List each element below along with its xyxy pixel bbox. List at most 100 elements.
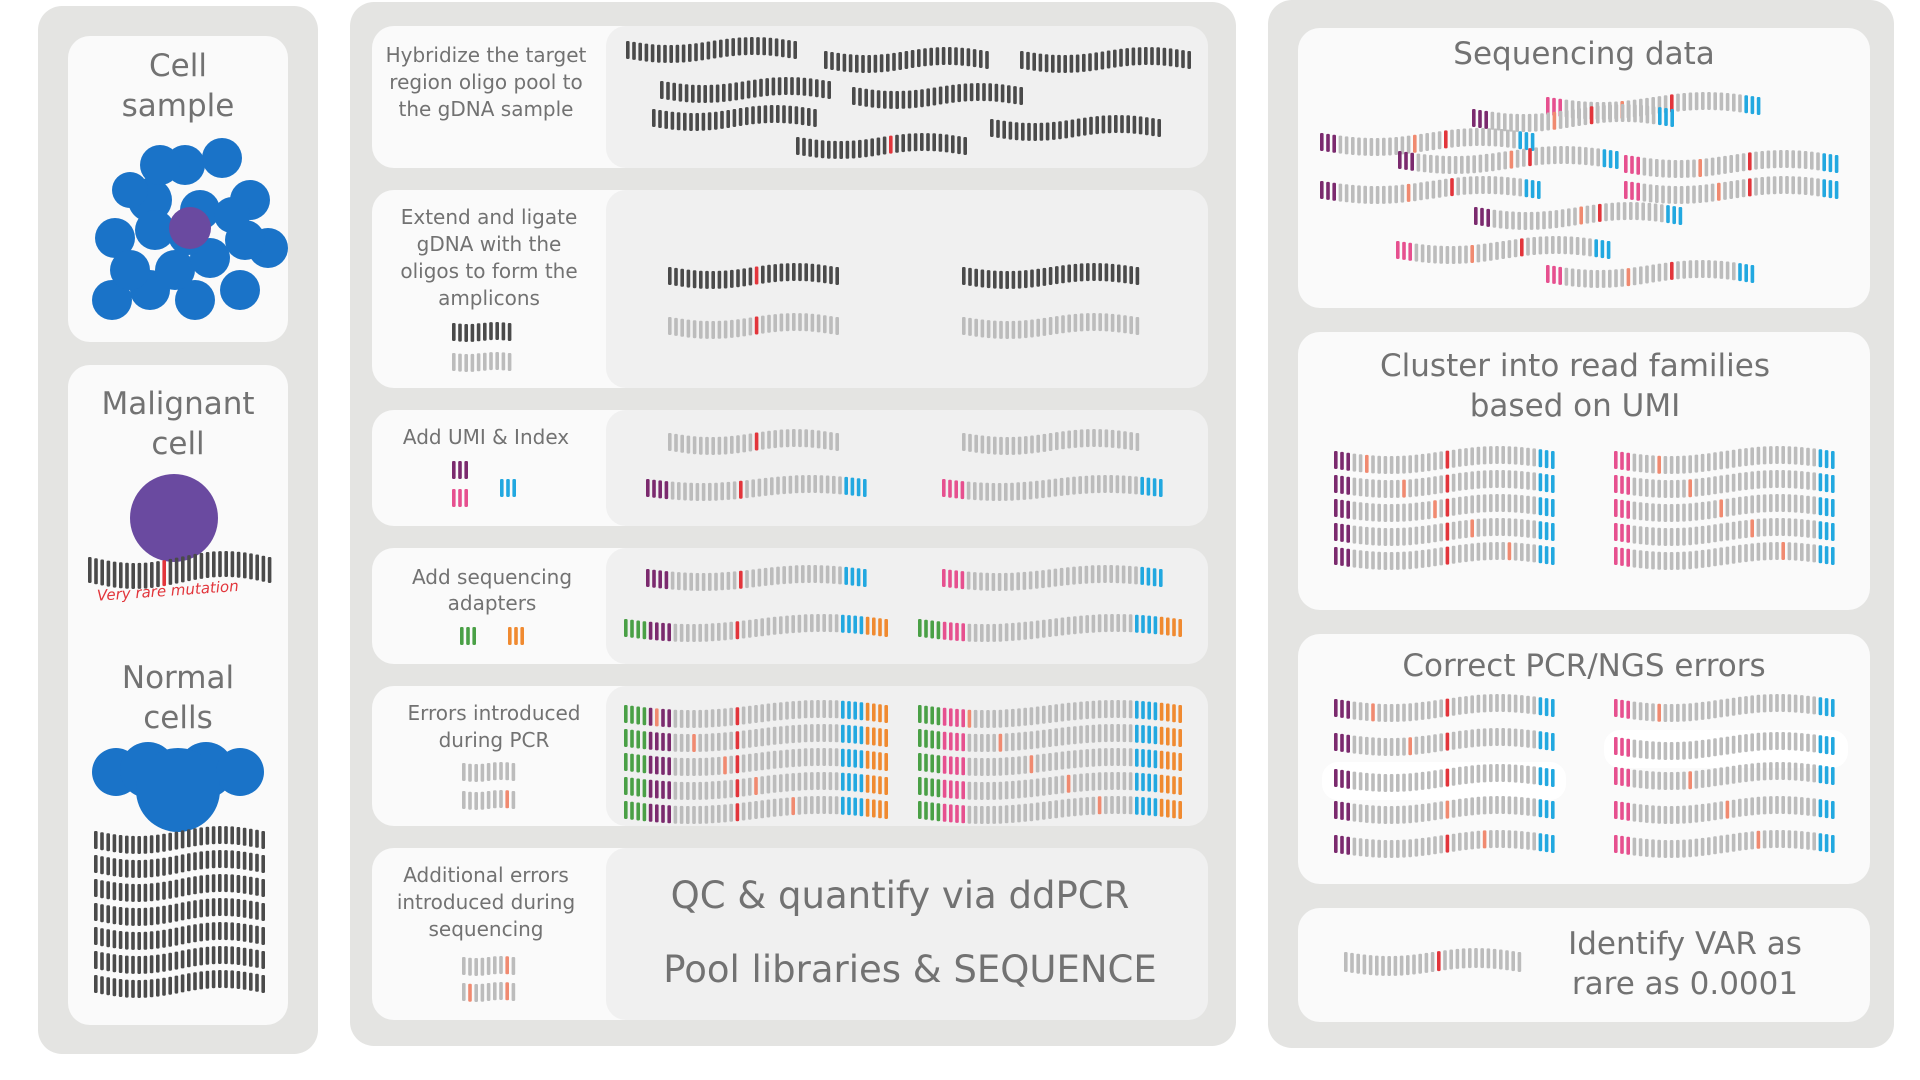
- seq-read-6: [1624, 176, 1839, 204]
- adapt-bot-2: [918, 614, 1182, 642]
- legend-dark-strand: [452, 322, 512, 342]
- pcr-b-4: [918, 796, 1182, 824]
- adapt-top-1: [646, 565, 867, 591]
- umi-top-1: [668, 429, 839, 455]
- umi-bot-1: [646, 475, 867, 501]
- seq-read-3: [1398, 146, 1619, 174]
- normal-strand-4: [94, 922, 265, 950]
- correct-consensus-a: [1334, 764, 1555, 792]
- seq-read-8: [1396, 236, 1611, 264]
- cluster-a-1: [1334, 470, 1555, 498]
- seq-read-4: [1624, 150, 1839, 178]
- step-extend-panel: [606, 190, 1208, 388]
- seq-read-9: [1546, 260, 1755, 288]
- normal-strand-2: [94, 874, 265, 902]
- seq-read-2: [1320, 128, 1535, 156]
- legend-seq-2: [462, 982, 516, 1002]
- adapt-bot-1: [624, 614, 888, 642]
- pcr-a-3: [624, 772, 888, 800]
- normal-cells-title: Normal cells: [121, 660, 235, 736]
- hyb-strand-3: [1020, 47, 1191, 73]
- pcr-b-0: [918, 700, 1182, 728]
- cluster-b-1: [1614, 470, 1835, 498]
- legend-adapter-green: [460, 627, 476, 645]
- hyb-strand-6: [652, 105, 817, 131]
- hyb-strand-2: [824, 47, 989, 73]
- normal-strand-6: [94, 970, 265, 998]
- extend-dark-1: [668, 263, 839, 289]
- normal-strand-5: [94, 946, 265, 974]
- correct-b-1: [1614, 762, 1835, 790]
- step-seq-panel: [606, 848, 1208, 1020]
- legend-umi-pink: [452, 489, 468, 507]
- cell-blue-14: [140, 145, 180, 185]
- malignant-cell-in-sample: [169, 207, 211, 249]
- seq-read-1: [1472, 104, 1674, 132]
- step-extend-label: Extend and ligate gDNA with the oligos t…: [400, 205, 578, 310]
- umi-bot-2: [942, 475, 1163, 501]
- correct-a-2: [1334, 796, 1555, 824]
- cell-blue-6: [220, 270, 260, 310]
- cluster-b-4: [1614, 542, 1835, 570]
- step-umi-panel: [606, 410, 1208, 526]
- legend-adapter-orange: [508, 627, 524, 645]
- sequencing-data-title: Sequencing data: [1453, 36, 1715, 72]
- correct-b-2: [1614, 796, 1835, 824]
- normal-strand-0: [94, 826, 265, 854]
- cell-blue-7: [175, 280, 215, 320]
- hyb-strand-4: [660, 77, 831, 103]
- correct-a-0: [1334, 694, 1555, 722]
- step-umi-label: Add UMI & Index: [402, 425, 570, 449]
- seq-read-7: [1474, 202, 1683, 230]
- pcr-a-4: [624, 796, 888, 824]
- correct-a-3: [1334, 830, 1555, 858]
- legend-index-blue: [500, 479, 516, 497]
- normal-strand-3: [94, 898, 265, 926]
- correct-b-0: [1614, 694, 1835, 722]
- cluster-a-4: [1334, 542, 1555, 570]
- step-adapters-label: Add sequencing adapters: [411, 565, 573, 615]
- pool-text: Pool libraries & SEQUENCE: [663, 948, 1157, 991]
- cluster-b-2: [1614, 494, 1835, 522]
- adapt-top-2: [942, 565, 1163, 591]
- qc-text: QC & quantify via ddPCR: [670, 874, 1130, 917]
- extend-dark-2: [962, 263, 1140, 289]
- legend-umi-purple: [452, 461, 468, 479]
- extend-light-2: [962, 313, 1140, 339]
- correct-title: Correct PCR/NGS errors: [1402, 648, 1766, 684]
- cluster-a-0: [1334, 446, 1555, 474]
- cell-sample-title: Cell sample: [121, 48, 235, 124]
- cluster-b-3: [1614, 518, 1835, 546]
- pcr-b-3: [918, 772, 1182, 800]
- pcr-b-1: [918, 724, 1182, 752]
- step-pcr-panel: [606, 686, 1208, 826]
- legend-light-strand: [452, 352, 512, 372]
- cell-blue-11: [155, 250, 195, 290]
- normal-strand-1: [94, 850, 265, 878]
- malignant-cell: [130, 474, 218, 562]
- hyb-strand-1: [626, 37, 797, 63]
- correct-b-3: [1614, 830, 1835, 858]
- malignant-strand: [88, 551, 272, 589]
- cell-blue-10: [110, 250, 150, 290]
- cluster-a-3: [1334, 518, 1555, 546]
- pcr-b-2: [918, 748, 1182, 776]
- malignant-cell-title: Malignant cell: [101, 386, 255, 462]
- step-hybridize-label: Hybridize the target region oligo pool t…: [385, 43, 587, 121]
- cell-blue-19: [135, 210, 175, 250]
- pcr-a-0: [624, 700, 888, 728]
- cell-blue-0: [95, 218, 135, 258]
- pcr-a-1: [624, 724, 888, 752]
- normal-cell-3: [216, 748, 264, 796]
- cell-blue-3: [202, 138, 242, 178]
- hyb-strand-8: [796, 133, 967, 159]
- cell-blue-17: [214, 197, 250, 233]
- cell-blue-9: [92, 280, 132, 320]
- step-seq-label: Additional errors introduced during sequ…: [396, 863, 576, 941]
- hyb-strand-5: [852, 83, 1023, 109]
- cell-blue-15: [112, 172, 148, 208]
- correct-consensus-b: [1614, 732, 1835, 760]
- extend-light-1: [668, 313, 839, 339]
- identify-title: Identify VAR as rare as 0.0001: [1568, 926, 1802, 1002]
